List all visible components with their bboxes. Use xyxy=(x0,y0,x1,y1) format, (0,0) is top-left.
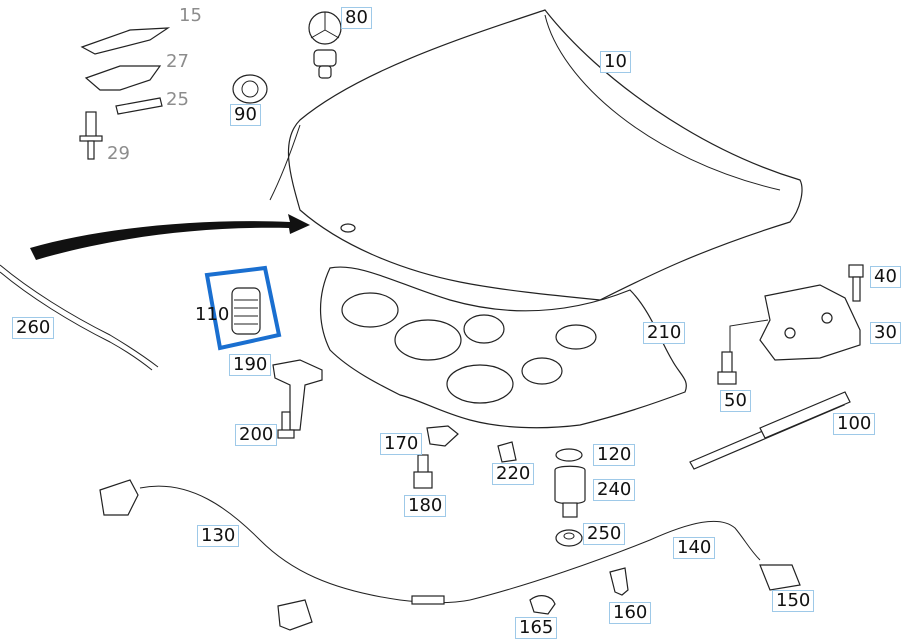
lock-bolt-40[interactable] xyxy=(848,264,864,302)
label-250[interactable]: 250 xyxy=(583,523,626,545)
insulation-cutout-6 xyxy=(521,357,563,385)
insulation-panel[interactable] xyxy=(320,266,687,429)
hood-crease xyxy=(269,14,781,201)
bracket-160[interactable] xyxy=(609,567,629,596)
label-30[interactable]: 30 xyxy=(870,322,901,344)
insulation-cutout-4 xyxy=(555,324,597,350)
label-130[interactable]: 130 xyxy=(197,525,240,547)
nut-250[interactable] xyxy=(555,529,583,547)
label-15[interactable]: 15 xyxy=(179,5,202,26)
part-29[interactable] xyxy=(79,111,103,160)
hood-lock[interactable] xyxy=(759,284,861,361)
label-140[interactable]: 140 xyxy=(673,537,716,559)
hood-panel[interactable] xyxy=(287,9,803,301)
clip-170[interactable] xyxy=(426,425,459,447)
label-170[interactable]: 170 xyxy=(380,433,423,455)
hinge-bolt[interactable] xyxy=(277,411,295,439)
label-80[interactable]: 80 xyxy=(341,7,372,29)
highlight-frame xyxy=(204,265,282,351)
label-190[interactable]: 190 xyxy=(229,354,272,376)
label-200[interactable]: 200 xyxy=(235,424,278,446)
lock-bolt-50[interactable] xyxy=(717,351,737,385)
label-240[interactable]: 240 xyxy=(593,479,636,501)
part-15[interactable] xyxy=(80,27,171,55)
clip-220[interactable] xyxy=(497,441,517,463)
release-handle[interactable] xyxy=(99,479,313,631)
star-emblem[interactable] xyxy=(308,11,342,79)
part-25[interactable] xyxy=(115,97,163,115)
sealing-strip[interactable] xyxy=(0,264,159,368)
insulation-cutout-3 xyxy=(463,314,505,344)
label-180[interactable]: 180 xyxy=(404,495,447,517)
gas-strut[interactable] xyxy=(689,391,851,470)
label-220[interactable]: 220 xyxy=(492,463,535,485)
hinge-bracket[interactable] xyxy=(272,359,323,431)
label-120[interactable]: 120 xyxy=(593,444,636,466)
direction-arrow xyxy=(30,214,310,260)
label-10[interactable]: 10 xyxy=(600,51,631,73)
insulation-cutout-2 xyxy=(394,319,462,361)
label-40[interactable]: 40 xyxy=(870,266,901,288)
label-110[interactable]: 110 xyxy=(195,304,230,325)
cable-joint[interactable] xyxy=(411,595,445,605)
label-25[interactable]: 25 xyxy=(166,89,189,110)
insulation-cutout-5 xyxy=(446,364,514,404)
label-160[interactable]: 160 xyxy=(609,602,652,624)
insulation-cutout-1 xyxy=(341,292,399,328)
clip-165[interactable] xyxy=(529,595,556,615)
label-29[interactable]: 29 xyxy=(107,143,130,164)
hood-emblem-hole xyxy=(340,223,356,233)
buffer-240[interactable] xyxy=(554,465,586,518)
connector-150[interactable] xyxy=(759,564,801,591)
label-90[interactable]: 90 xyxy=(230,104,261,126)
label-27[interactable]: 27 xyxy=(166,51,189,72)
label-100[interactable]: 100 xyxy=(833,413,876,435)
release-cable-140[interactable] xyxy=(469,520,761,601)
label-210[interactable]: 210 xyxy=(643,322,686,344)
emblem-badge[interactable] xyxy=(232,74,268,104)
washer-120[interactable] xyxy=(555,448,583,462)
label-50[interactable]: 50 xyxy=(720,390,751,412)
hood-bump-stop[interactable] xyxy=(231,287,261,335)
label-260[interactable]: 260 xyxy=(12,317,55,339)
part-27[interactable] xyxy=(84,65,162,91)
label-150[interactable]: 150 xyxy=(772,590,815,612)
screw-180[interactable] xyxy=(413,454,433,489)
